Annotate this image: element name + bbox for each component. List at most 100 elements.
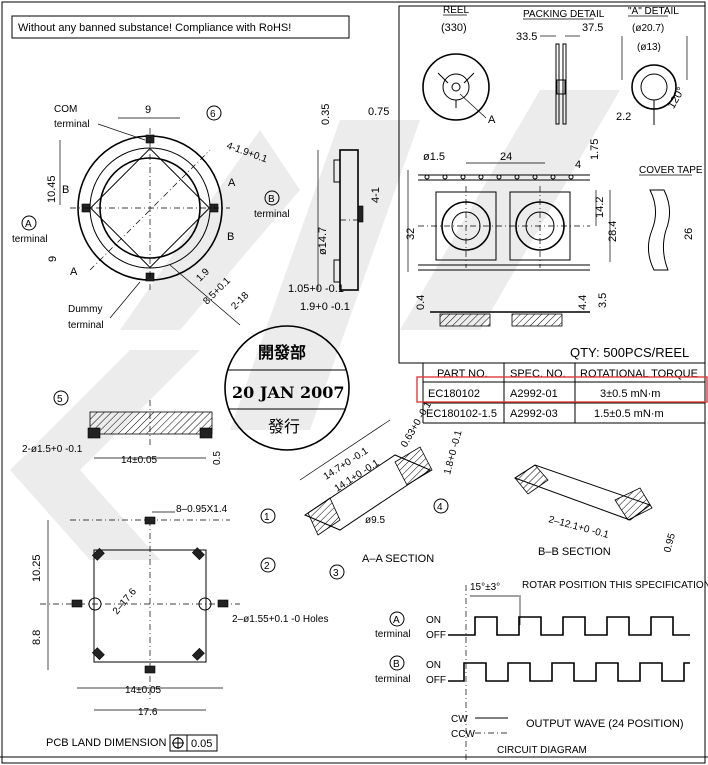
stamp-date: 20 JAN 2007: [232, 383, 345, 402]
aa-title: A–A SECTION: [362, 553, 434, 565]
circuit-off-a: OFF: [426, 630, 446, 641]
pcb-pads: 8–0.95X1.4: [176, 504, 228, 515]
packing-detail: PACKING DETAIL 37.5 33.5: [516, 9, 605, 125]
aa-d18: 1.8+0 -0.1: [442, 429, 464, 476]
side-d147: ø14.7: [317, 227, 329, 255]
reel-diameter: (330): [441, 22, 467, 34]
tape-d04: 0.4: [415, 295, 427, 310]
aa-c4: 4: [437, 502, 443, 513]
tape-d142: 14.2: [594, 197, 606, 218]
side-d105: 1.05+0 -0.1: [288, 283, 344, 295]
pcb-d88: 8.8: [31, 630, 43, 645]
tape-d284: 28.4: [607, 221, 619, 242]
dim-9b: 9: [47, 256, 59, 262]
rohs-box: [11, 15, 350, 39]
reel-label-a: A: [488, 114, 496, 126]
top-view: COM terminal 9 6 4-1.9+0.1 10.45 B A B A…: [12, 104, 290, 331]
tape-d175: 1.75: [589, 139, 601, 160]
pcb-d176: 17.6: [138, 707, 158, 718]
circuit-title: CIRCUIT DIAGRAM: [497, 745, 587, 756]
aa-d95: ø9.5: [365, 515, 385, 526]
circuit-output: OUTPUT WAVE (24 POSITION): [526, 718, 683, 730]
com-terminal-label: COM: [54, 104, 77, 115]
qty-label: QTY: 500PCS/REEL: [570, 345, 689, 360]
side-view: 0.35 0.75 ø14.7 4-1 1.05+0 -0.1 1.9+0 -0…: [288, 104, 389, 313]
dummy-terminal-label: Dummy: [68, 304, 102, 315]
date-stamp: 開發部 20 JAN 2007 發行: [224, 325, 350, 451]
aa-c1: 1: [264, 512, 270, 523]
side-d075: 0.75: [368, 106, 389, 118]
circuit-cw: CW: [451, 714, 468, 725]
dim-4-19: 4-1.9+0.1: [225, 140, 269, 165]
highlight-box: [416, 376, 708, 403]
circuit-circ-b: B: [393, 659, 400, 670]
dim-9: 9: [145, 104, 151, 116]
circuit-on-b: ON: [426, 660, 441, 671]
table-header-spec: SPEC. NO.: [510, 368, 566, 380]
tape-w32: 32: [405, 228, 417, 240]
table-header-torque: ROTATIONAL TORQUE: [580, 368, 698, 380]
bb-d121: 2–12.1+0 -0.1: [547, 514, 610, 541]
table-cell: A2992-01: [510, 388, 558, 400]
pcb-title: PCB LAND DIMENSION: [46, 737, 166, 749]
table-cell: EC180102-1.5: [426, 408, 497, 420]
tape-d44: 4.4: [577, 295, 589, 310]
reel-title: REEL: [443, 5, 470, 16]
aa-c3: 3: [333, 568, 339, 579]
front-view: 5 2-ø1.5+0 -0.1 14±0.05 0.5: [22, 390, 223, 466]
dummy-terminal-label2: terminal: [68, 320, 104, 331]
aa-d063: 0.63+0 -0.1: [399, 400, 434, 450]
table-cell: 3±0.5 mN·m: [600, 388, 660, 400]
callout-b: B: [268, 194, 275, 205]
stamp-bottom: 發行: [268, 417, 300, 436]
bb-section: 2–12.1+0 -0.1 0.95 B–B SECTION: [513, 464, 678, 558]
table-header-part: PART NO.: [437, 368, 488, 380]
a-detail-title: "A" DETAIL: [628, 6, 679, 17]
spec-table: PART NO. SPEC. NO. ROTATIONAL TORQUE EC1…: [416, 362, 708, 424]
pcb-d14: 14±0.05: [125, 685, 162, 696]
callout-a: A: [25, 219, 32, 230]
tape-d4: 4: [575, 159, 581, 171]
front-d14: 14±0.05: [121, 455, 158, 466]
dim-218: 2-18: [229, 290, 251, 312]
circuit-b-terminal: terminal: [375, 674, 411, 685]
dim-a-right: A: [228, 177, 236, 189]
b-terminal-label: terminal: [254, 209, 290, 220]
front-holes: 2-ø1.5+0 -0.1: [22, 444, 83, 455]
table-cell: A2992-03: [510, 408, 558, 420]
pcb-land: 8–0.95X1.4 10.25 2–17.6 2–ø1.55+0.1 -0 H…: [31, 504, 328, 752]
front-d05: 0.5: [212, 451, 223, 465]
pcb-d176diag: 2–17.6: [111, 586, 139, 617]
circuit-a-terminal: terminal: [375, 629, 411, 640]
callout-6: 6: [210, 109, 216, 120]
packing-dim1: 33.5: [516, 31, 537, 43]
com-terminal-label2: terminal: [54, 119, 90, 130]
side-d41: 4-1: [370, 187, 382, 203]
circuit-ccw: CCW: [451, 729, 475, 740]
a-dim1: (ø20.7): [632, 23, 664, 34]
pcb-holes: 2–ø1.55+0.1 -0 Holes: [232, 614, 328, 625]
a-dim3: 2.2: [616, 111, 631, 123]
a-terminal-label: terminal: [12, 234, 48, 245]
pcb-d1025: 10.25: [31, 554, 43, 582]
dim-b-left: B: [62, 184, 69, 196]
aa-c2: 2: [264, 561, 270, 572]
dim-19: 1.9: [194, 266, 212, 284]
table-cell: EC180102: [428, 388, 480, 400]
circuit-d15: 15°±3°: [470, 582, 500, 593]
rohs-note: Without any banned substance! Compliance…: [18, 22, 291, 34]
pcb-tol: 0.05: [191, 738, 212, 750]
circuit-rotar: ROTAR POSITION THIS SPECIFICATION: [522, 580, 708, 591]
circuit-circ-a: A: [393, 615, 400, 626]
dim-b-right: B: [227, 231, 234, 243]
dim-1045: 10.45: [46, 175, 58, 203]
circuit-diagram: 15°±3° ROTAR POSITION THIS SPECIFICATION…: [375, 580, 708, 760]
bb-d095: 0.95: [662, 532, 678, 554]
table-cell: 1.5±0.5 mN·m: [594, 408, 664, 420]
packing-title: PACKING DETAIL: [523, 9, 605, 20]
dim-a-left: A: [70, 266, 78, 278]
packing-panel: [398, 5, 706, 364]
a-detail: "A" DETAIL (ø20.7) (ø13) 2.2 120°: [616, 6, 687, 125]
cover-tape-d26: 26: [683, 228, 695, 240]
